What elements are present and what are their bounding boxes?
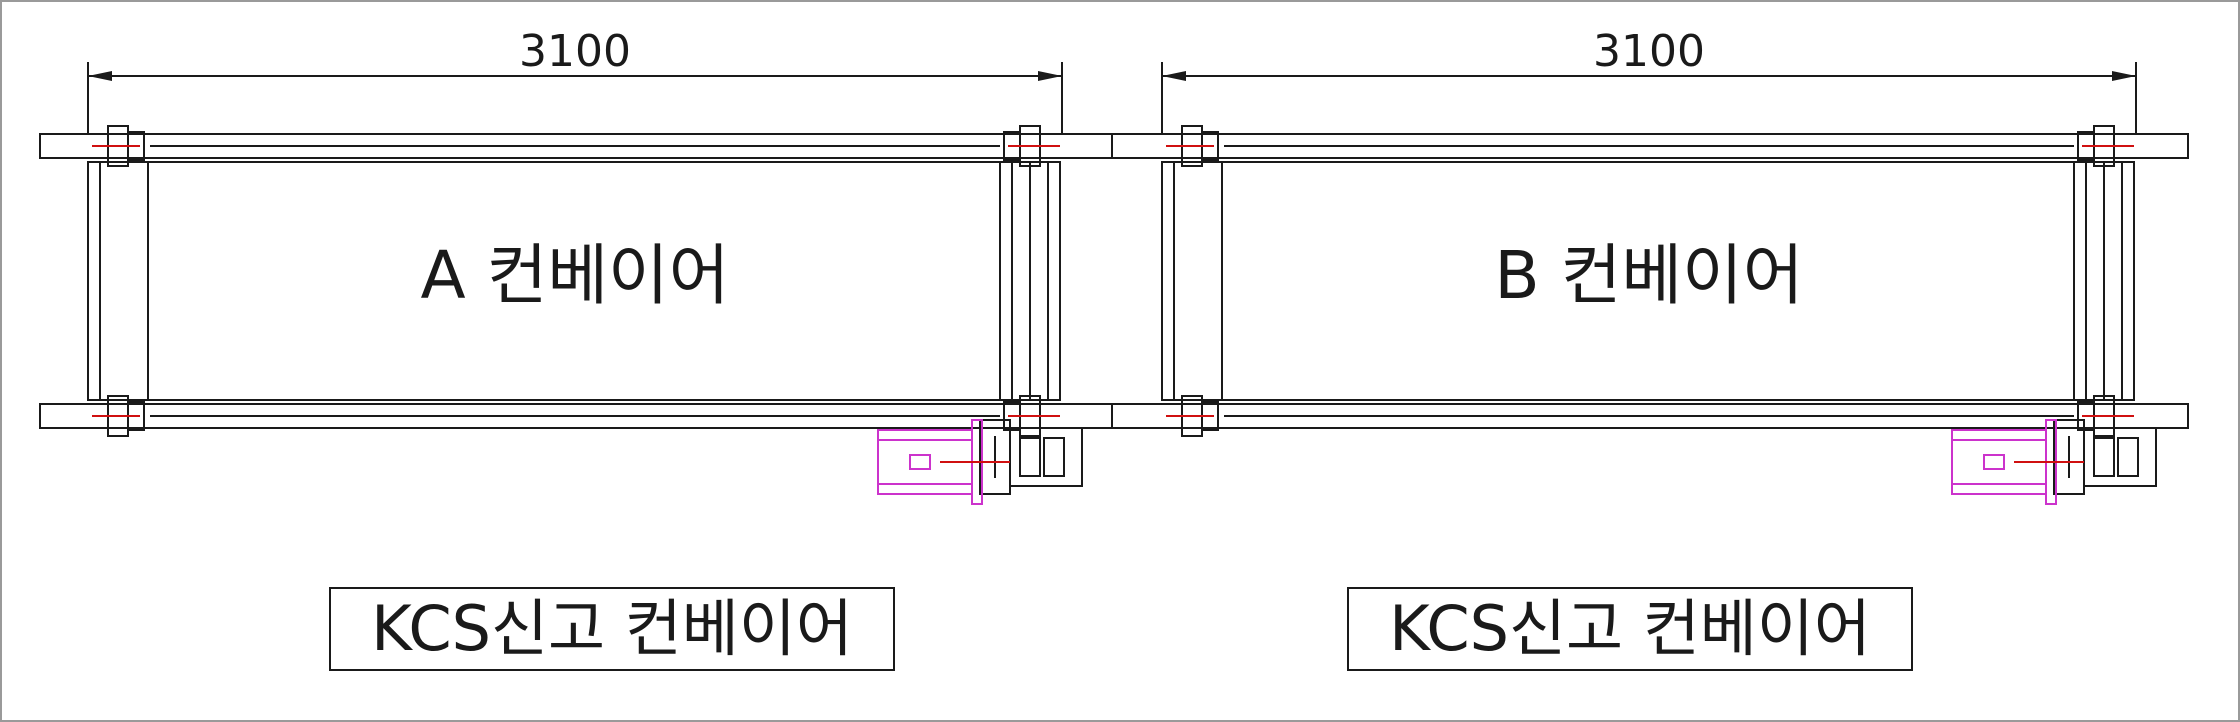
side-frame-top-b [1111, 133, 2189, 159]
dimension-line-b [1161, 62, 2137, 135]
conveyor-b: 3100 [1111, 26, 2189, 671]
title-label-a: KCS신고 컨베이어 [371, 592, 853, 665]
shaft-centerlines-b [1166, 145, 2134, 417]
conveyor-label-a: A 컨베이어 [420, 237, 729, 314]
motor-a [877, 419, 1010, 505]
shaft-centerlines-a [92, 145, 1060, 417]
drive-unit-b [2053, 419, 2157, 495]
title-box-a [329, 587, 895, 671]
conveyor-label-b: B 컨베이어 [1494, 237, 1803, 314]
dimension-line-a [87, 62, 1063, 135]
conveyor-a: 3100 [39, 26, 1113, 671]
tail-roller-b [1161, 161, 1223, 401]
title-box-b [1347, 587, 1913, 671]
drive-unit-a [979, 419, 1083, 495]
dimension-label-b: 3100 [1593, 26, 1705, 77]
title-label-b: KCS신고 컨베이어 [1389, 592, 1871, 665]
tail-roller-a [87, 161, 149, 401]
side-frame-bottom-b [1111, 403, 2189, 429]
motor-b [1951, 419, 2084, 505]
dimension-label-a: 3100 [519, 26, 631, 77]
